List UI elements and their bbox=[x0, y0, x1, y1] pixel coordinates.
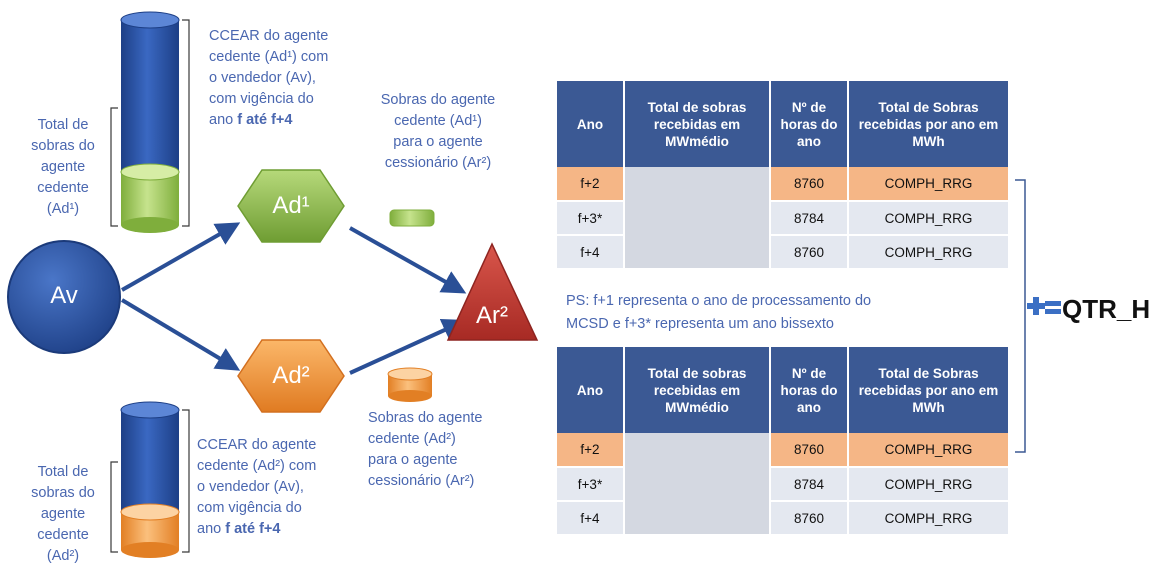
th-horas: Nº de horas do ano bbox=[770, 81, 849, 167]
table-top: Ano Total de sobras recebidas em MWmédio… bbox=[557, 81, 1010, 270]
sobras-top-label: Sobras do agente cedente (Ad¹) para o ag… bbox=[380, 92, 496, 171]
table-row: f+2 8760 COMPH_RRG bbox=[557, 167, 1010, 270]
th-total-mwh: Total de Sobras recebidas por ano em MWh bbox=[848, 81, 1010, 167]
node-av bbox=[7, 240, 121, 354]
th-total-mwmedio: Total de sobras recebidas em MWmédio bbox=[624, 81, 771, 167]
table-row: f+4 8760 COMPH_RRG bbox=[557, 501, 1010, 536]
equals-icon bbox=[1045, 301, 1061, 314]
th-ano: Ano bbox=[557, 81, 625, 167]
table-row: f+4 8760 COMPH_RRG bbox=[557, 235, 1010, 270]
node-av-label: Av bbox=[50, 282, 78, 309]
table-bottom-mwmedio-cell bbox=[624, 433, 771, 536]
arrows bbox=[120, 222, 467, 375]
ccear-bottom-label: CCEAR do agente cedente (Ad²) com o vend… bbox=[197, 437, 317, 537]
th-ano: Ano bbox=[557, 347, 625, 433]
table-row: f+2 8760 COMPH_RRG bbox=[557, 433, 1010, 536]
th-total-mwmedio: Total de sobras recebidas em MWmédio bbox=[624, 347, 771, 433]
brace-bottom-right bbox=[182, 409, 190, 553]
plus-icon bbox=[1027, 297, 1045, 315]
sobras-orange-cylinder bbox=[387, 367, 433, 402]
table-bottom-header-row: Ano Total de sobras recebidas em MWmédio… bbox=[557, 347, 1010, 433]
total-sobras-bottom-label: Total de sobras do agente cedente (Ad²) bbox=[31, 464, 95, 564]
node-ad2-label: Ad² bbox=[272, 362, 310, 389]
table-top-header-row: Ano Total de sobras recebidas em MWmédio… bbox=[557, 81, 1010, 167]
brace-bottom-left bbox=[110, 461, 118, 553]
total-sobras-top-label: Total de sobras do agente cedente (Ad¹) bbox=[31, 117, 95, 217]
table-bottom: Ano Total de sobras recebidas em MWmédio… bbox=[557, 347, 1010, 536]
table-top-mwmedio-cell bbox=[624, 167, 771, 270]
th-total-mwh: Total de Sobras recebidas por ano em MWh bbox=[848, 347, 1010, 433]
ps-note: PS: f+1 representa o ano de processament… bbox=[566, 293, 872, 332]
cylinder-bottom bbox=[120, 401, 180, 558]
result-label: QTR_H bbox=[1062, 294, 1151, 324]
node-ad2 bbox=[237, 339, 345, 413]
ccear-top-label: CCEAR do agente cedente (Ad¹) com o vend… bbox=[209, 28, 329, 128]
table-row: f+3* 8784 COMPH_RRG bbox=[557, 201, 1010, 236]
node-ar2-label: Ar² bbox=[476, 302, 508, 329]
node-ar2 bbox=[446, 242, 539, 341]
cylinder-top bbox=[120, 11, 180, 233]
brace-top-right bbox=[182, 19, 190, 227]
bracket-right bbox=[1015, 179, 1026, 453]
brace-top-left bbox=[110, 107, 118, 227]
sobras-green-pill bbox=[389, 209, 435, 227]
node-ad1 bbox=[237, 169, 345, 243]
node-ad1-label: Ad¹ bbox=[272, 192, 310, 219]
table-row: f+3* 8784 COMPH_RRG bbox=[557, 467, 1010, 502]
sobras-bottom-label: Sobras do agente cedente (Ad²) para o ag… bbox=[368, 410, 483, 489]
th-horas: Nº de horas do ano bbox=[770, 347, 849, 433]
